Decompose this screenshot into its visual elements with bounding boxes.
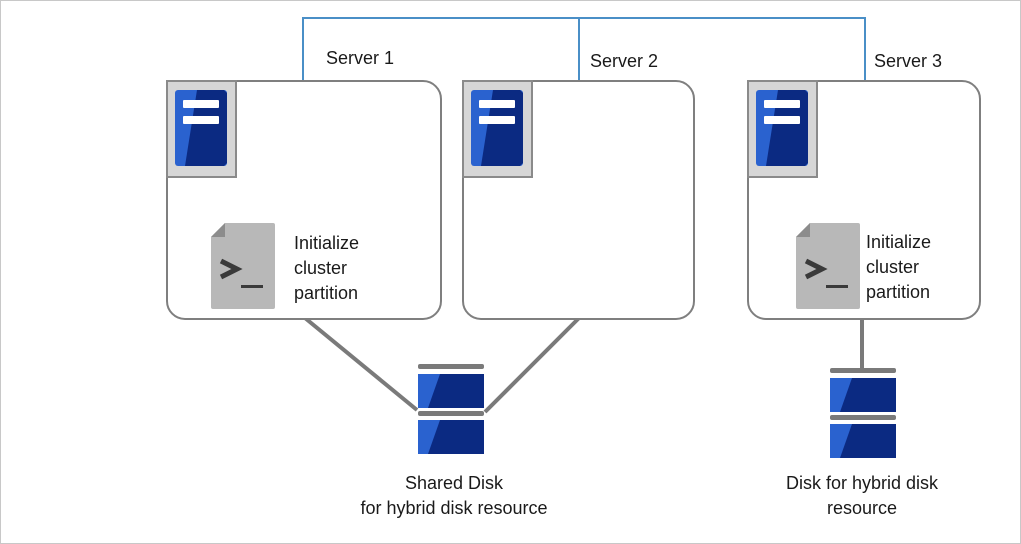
- server-2-icon: [462, 80, 533, 178]
- server-3-icon: [747, 80, 818, 178]
- server-3-action-label: Initialize cluster partition: [866, 232, 932, 302]
- disk-connectors: [303, 316, 864, 414]
- shared-disk-label: Shared Disk for hybrid disk resource: [360, 473, 548, 518]
- shared-disk-icon: [418, 364, 484, 454]
- server-1-label: Server 1: [326, 48, 395, 68]
- hybrid-disk-label: Disk for hybrid disk resource: [785, 473, 939, 518]
- server-2-label: Server 2: [590, 51, 659, 71]
- server-1-action-label: Initialize cluster partition: [294, 233, 360, 303]
- server-3-label: Server 3: [874, 51, 943, 71]
- terminal-command-icon: [796, 223, 860, 309]
- terminal-command-icon: [211, 223, 275, 309]
- server-1-icon: [166, 80, 237, 178]
- hybrid-disk-icon: [830, 368, 896, 458]
- network-line: [302, 17, 866, 82]
